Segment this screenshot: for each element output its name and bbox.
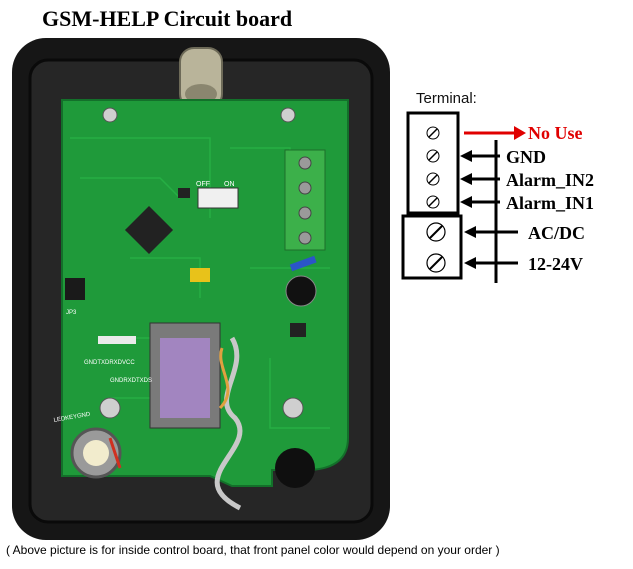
pcb <box>61 99 349 487</box>
acdc-arrow <box>464 226 476 238</box>
diode <box>289 255 317 272</box>
antenna-wire <box>214 336 243 511</box>
mount-hole <box>102 107 118 123</box>
mount-hole <box>282 397 304 419</box>
mount-hole <box>99 397 121 419</box>
mount-hole <box>280 107 296 123</box>
uart-label: GNDTXDRXDVCC <box>84 360 135 366</box>
microcontroller <box>124 205 174 255</box>
pin-label-alarm-in1: Alarm_IN1 <box>506 193 594 213</box>
terminal-diagram: No Use GND Alarm_IN2 Alarm_IN1 AC/DC 12-… <box>401 111 594 283</box>
power-arrow <box>464 257 476 269</box>
pin-label-gnd: GND <box>506 147 546 167</box>
page-title: GSM-HELP Circuit board <box>42 6 293 31</box>
pin-label-power: 12-24V <box>528 254 583 274</box>
pin-label-alarm-in2: Alarm_IN2 <box>506 170 594 190</box>
no-use-arrow <box>514 126 526 140</box>
gnd-arrow <box>460 150 472 162</box>
dip-switch <box>197 187 239 209</box>
terminal-label: Terminal: <box>416 90 477 107</box>
tantalum-capacitor <box>190 268 210 282</box>
alarm-in1-arrow <box>460 196 472 208</box>
electrolytic-capacitor <box>285 275 317 307</box>
pin-label-acdc: AC/DC <box>528 223 585 243</box>
circuit-board-photo: OFF ON GNDTXDRXDVCC GNDRXDTXDS JP3 LEDKE… <box>12 38 390 540</box>
jp3-label: JP3 <box>66 310 77 316</box>
uart2-label: GNDRXDTXDS <box>110 378 152 384</box>
caption: ( Above picture is for inside control bo… <box>6 543 500 557</box>
switch-on-label: ON <box>224 181 235 188</box>
alarm-in2-arrow <box>460 173 472 185</box>
buzzer <box>275 448 315 488</box>
push-button <box>65 278 85 300</box>
switch-off-label: OFF <box>196 181 210 188</box>
pin-header <box>98 336 136 344</box>
pin-label-no-use: No Use <box>528 123 583 143</box>
